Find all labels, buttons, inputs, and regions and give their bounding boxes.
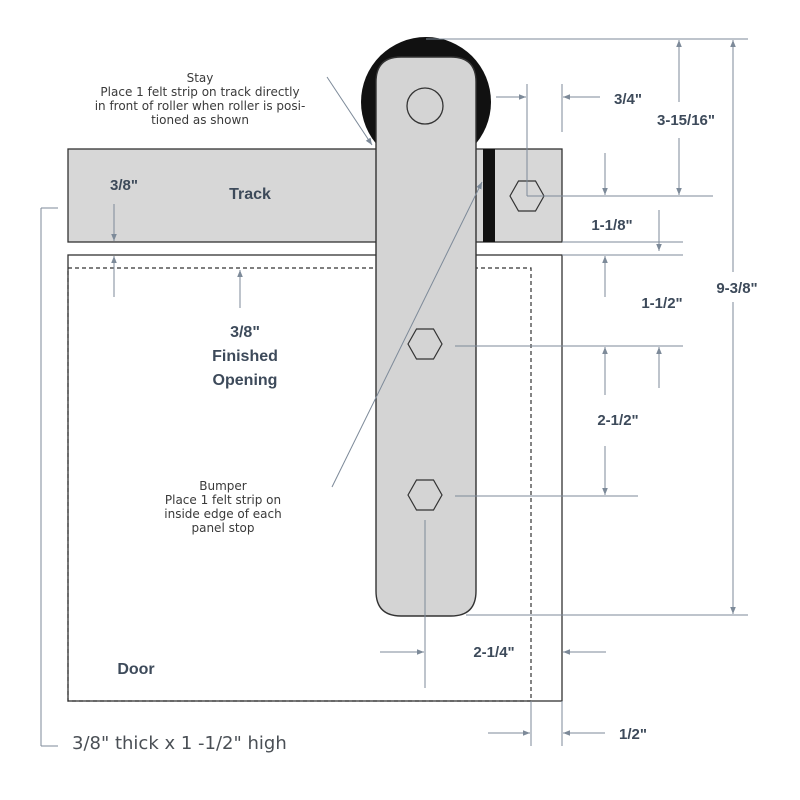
- dim-hole-spacing: 2-1/2": [597, 412, 638, 429]
- door-panel: [67, 254, 563, 702]
- dimension-lines: [40, 38, 748, 747]
- dim-stop-offset: 1/2": [619, 726, 647, 743]
- bumper-note-line3: inside edge of each: [164, 507, 281, 521]
- bumper-note-line1: Bumper: [199, 479, 247, 493]
- track: [67, 148, 563, 243]
- bumper-note-line2: Place 1 felt strip on: [165, 493, 281, 507]
- dim-bolt-to-track-bottom: 1-1/8": [591, 217, 632, 234]
- stay-note-line2: Place 1 felt strip on track directly: [100, 85, 299, 99]
- door-bolt-lower-icon: [407, 479, 443, 511]
- track-label: Track: [229, 186, 271, 203]
- dim-hole-to-door-edge: 2-1/4": [473, 644, 514, 661]
- finished-opening-label-line1: 3/8": [230, 324, 260, 341]
- stay-note-line1: Stay: [187, 71, 214, 85]
- bumper-bar: [483, 149, 495, 242]
- axle-hole: [406, 87, 444, 125]
- stay-note-line3: in front of roller when roller is posi-: [95, 99, 306, 113]
- dim-track-gap: 3/8": [110, 177, 138, 194]
- dim-track-to-hole: 1-1/2": [641, 295, 682, 312]
- dim-overall-height: 9-3/8": [716, 280, 757, 297]
- dim-wheel-to-bolt: 3-15/16": [657, 112, 715, 129]
- finished-opening-label-line3: Opening: [213, 372, 278, 389]
- bumper-note-line4: panel stop: [191, 521, 254, 535]
- bumper-size-caption: 3/8" thick x 1 -1/2" high: [72, 733, 287, 754]
- stay-note-line4: tioned as shown: [151, 113, 249, 127]
- finished-opening-outline: [67, 267, 532, 702]
- door-bolt-upper-icon: [407, 328, 443, 360]
- dim-bolt-to-edge: 3/4": [614, 91, 642, 108]
- door-label: Door: [117, 661, 154, 678]
- finished-opening-label-line2: Finished: [212, 348, 278, 365]
